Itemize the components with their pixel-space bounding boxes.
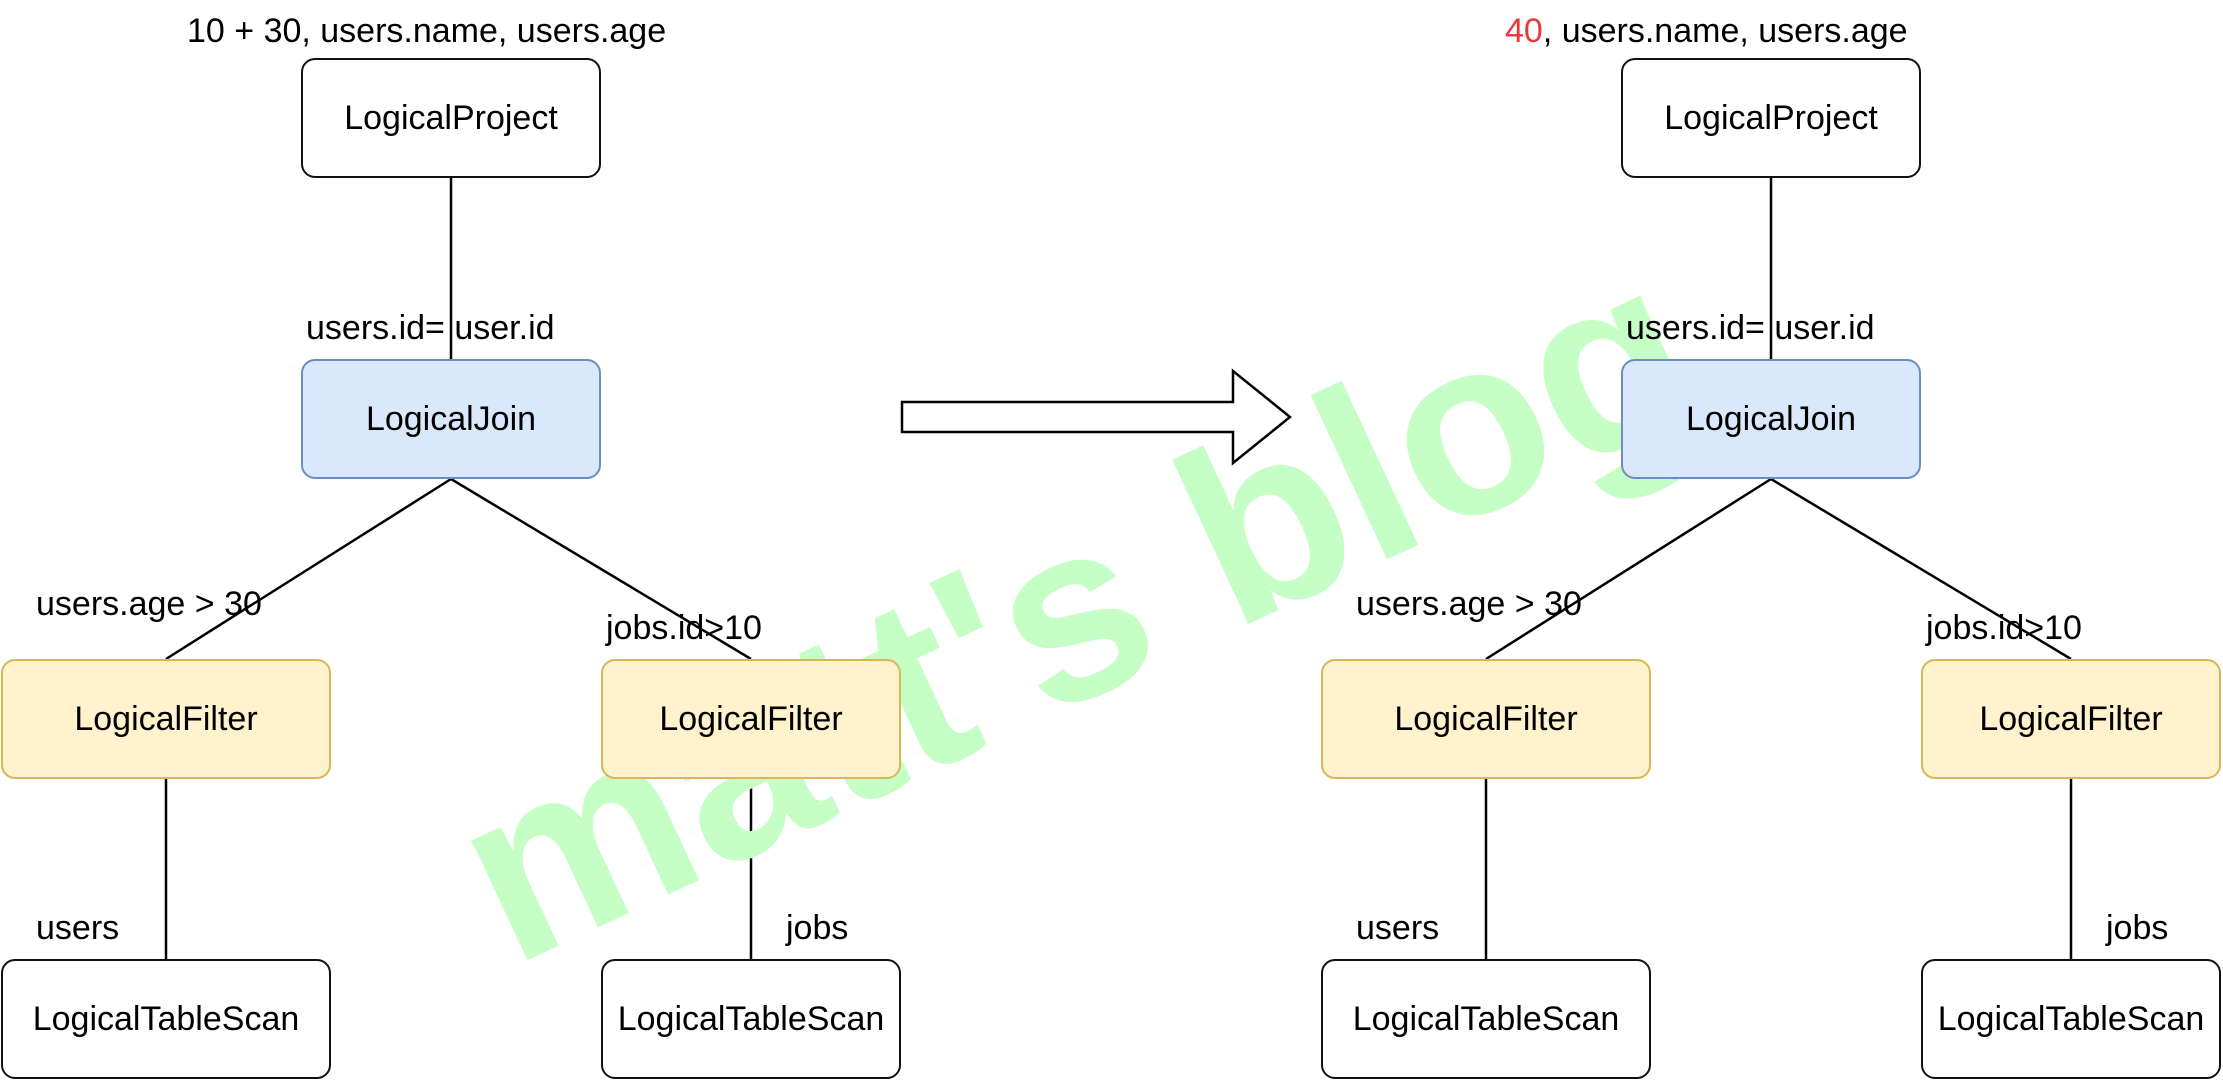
- right-filter-right-label: jobs.id>10: [1926, 609, 2082, 647]
- left-logical-table-scan-users: LogicalTableScan: [1, 959, 331, 1079]
- left-logical-filter-users: LogicalFilter: [1, 659, 331, 779]
- edge-right-join-filter-right: [1770, 477, 2072, 661]
- right-logical-table-scan-users: LogicalTableScan: [1321, 959, 1651, 1079]
- edge-left-join-filter-right: [450, 477, 752, 661]
- left-scan-left-label: users: [36, 909, 120, 947]
- left-logical-project: LogicalProject: [301, 58, 601, 178]
- right-project-label: 40, users.name, users.age: [1505, 14, 1908, 48]
- right-join-label: users.id= user.id: [1626, 309, 1875, 347]
- left-filter-right-label: jobs.id>10: [606, 609, 762, 647]
- left-project-label: 10 + 30, users.name, users.age: [187, 12, 667, 50]
- left-logical-filter-jobs: LogicalFilter: [601, 659, 901, 779]
- left-filter-left-label: users.age > 30: [36, 585, 262, 623]
- right-project-label-rest: , users.name, users.age: [1542, 12, 1908, 50]
- right-project-label-value: 40: [1505, 12, 1543, 50]
- right-logical-table-scan-jobs: LogicalTableScan: [1921, 959, 2221, 1079]
- right-logical-project: LogicalProject: [1621, 58, 1921, 178]
- left-logical-table-scan-jobs: LogicalTableScan: [601, 959, 901, 1079]
- right-logical-join: LogicalJoin: [1621, 359, 1921, 479]
- left-scan-right-label: jobs: [786, 909, 849, 947]
- right-logical-filter-users: LogicalFilter: [1321, 659, 1651, 779]
- left-join-label: users.id= user.id: [306, 309, 555, 347]
- right-scan-right-label: jobs: [2106, 909, 2169, 947]
- transform-arrow: [900, 368, 1292, 466]
- right-filter-left-label: users.age > 30: [1356, 585, 1582, 623]
- right-scan-left-label: users: [1356, 909, 1440, 947]
- edge-left-join-filter-left: [165, 477, 452, 661]
- edge-right-join-filter-left: [1485, 477, 1772, 661]
- right-logical-filter-jobs: LogicalFilter: [1921, 659, 2221, 779]
- left-logical-join: LogicalJoin: [301, 359, 601, 479]
